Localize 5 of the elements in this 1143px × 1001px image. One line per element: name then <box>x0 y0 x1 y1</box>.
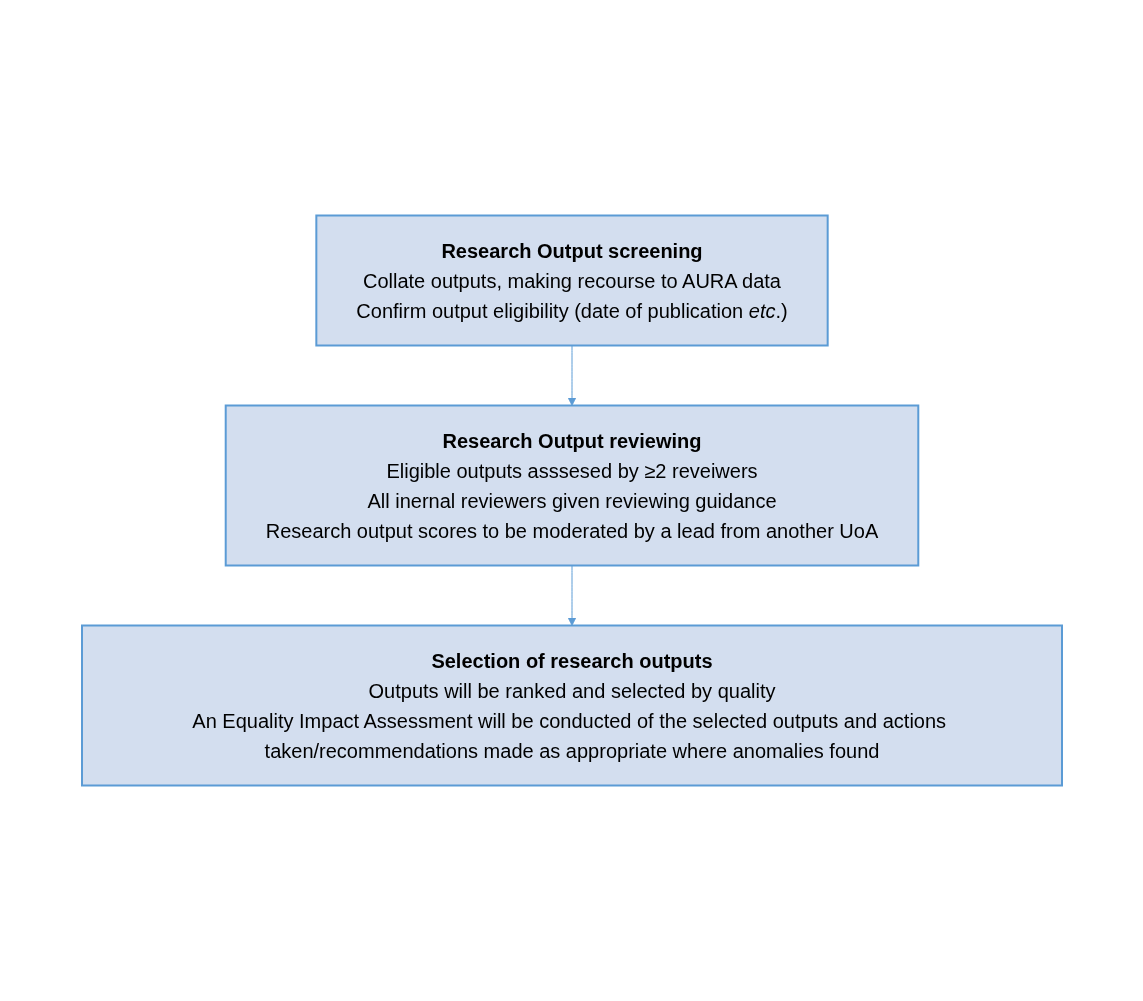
node-box: Research Output reviewing Eligible outputs asssesed by ≥2 reveiwers All inernal reviewers given reviewing guidance Research output scores to be moderated by a lead from another UoA <box>224 404 919 567</box>
arrow <box>567 565 576 626</box>
node-box: Selection of research outputs Outputs will be ranked and selected by quality An Equality Impact Assessment will be conducted of the selected outputs and actions taken/recommendations made as appropriate where anomalies found <box>80 624 1063 787</box>
node-box: Research Output screening Collate outputs, making recourse to AURA data Confirm output eligibility (date of publication etc.) <box>314 214 829 347</box>
arrow <box>567 345 576 406</box>
